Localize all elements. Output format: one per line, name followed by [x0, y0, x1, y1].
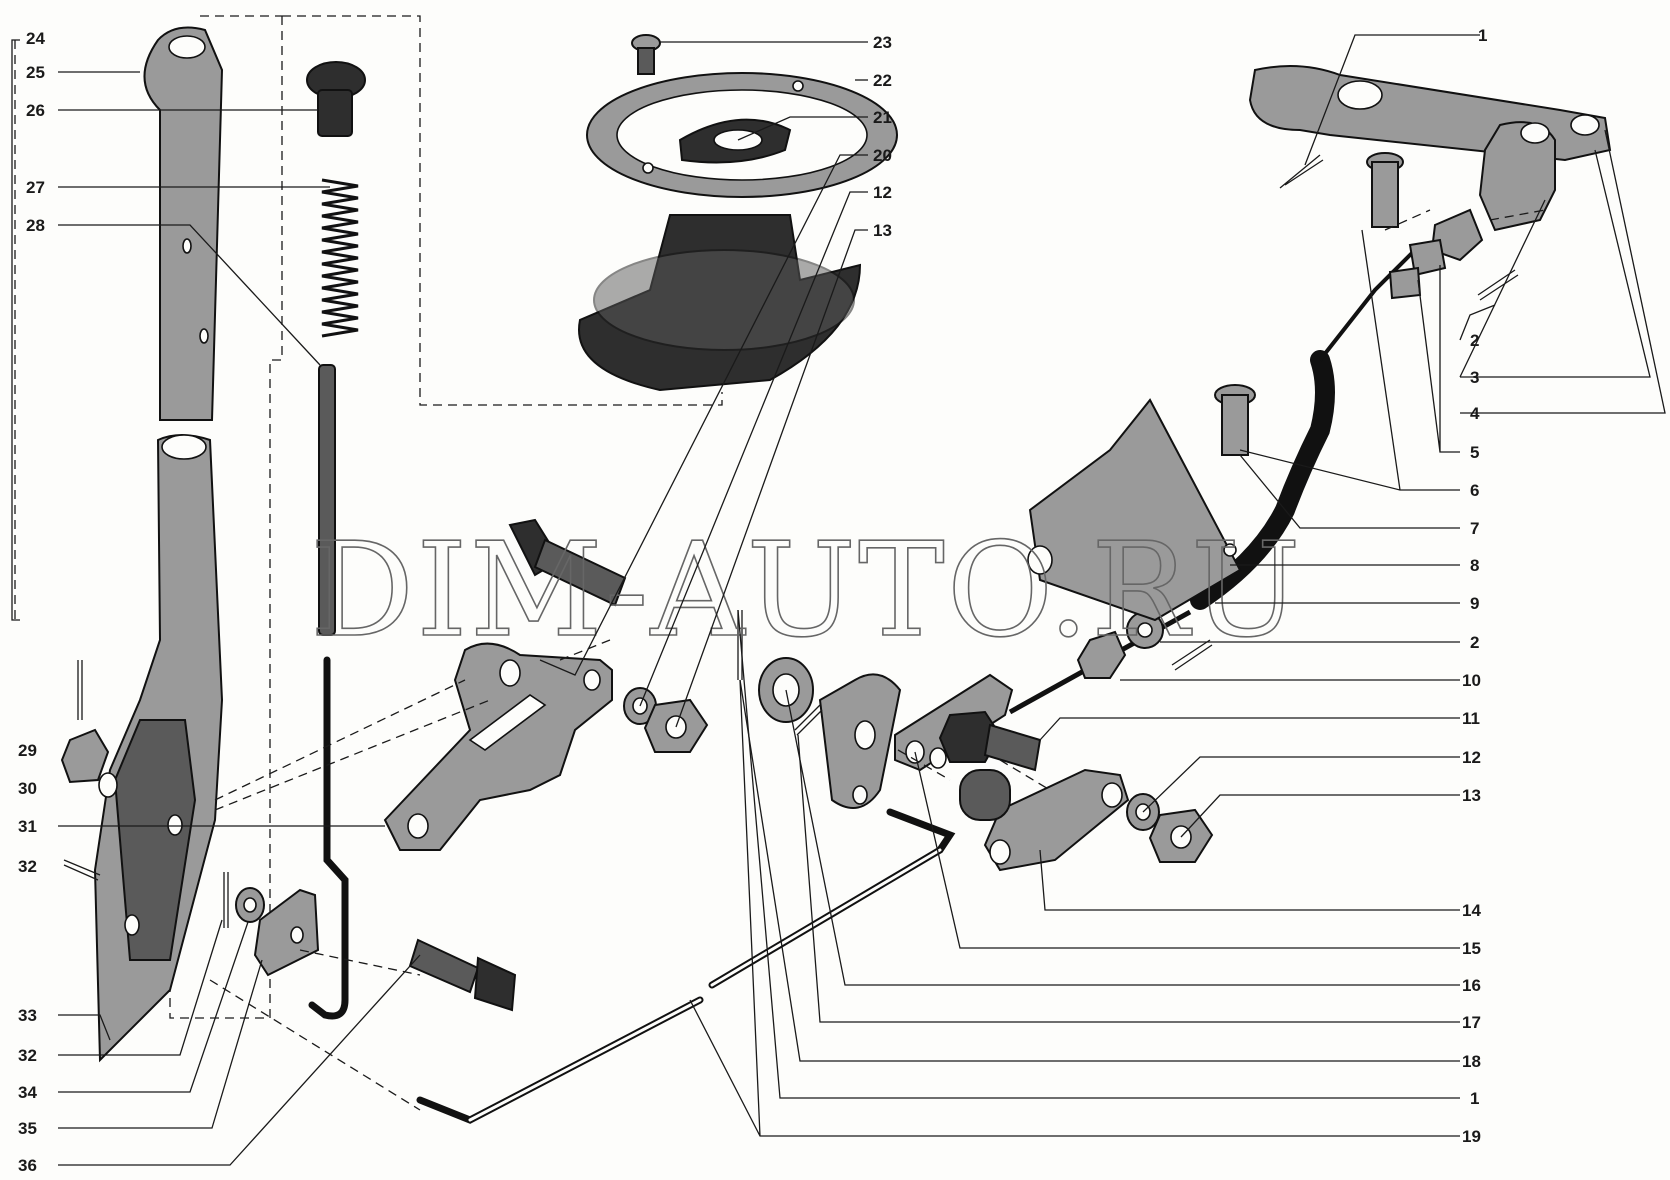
brake-rod-19	[416, 996, 704, 1124]
label-13-upper: 13	[873, 221, 892, 240]
label-32-lower: 32	[18, 1046, 37, 1065]
label-29: 29	[18, 741, 37, 760]
label-2-mid: 2	[1470, 633, 1479, 652]
label-3: 3	[1470, 368, 1479, 387]
nut-30	[60, 728, 110, 784]
label-33: 33	[18, 1006, 37, 1025]
label-35: 35	[18, 1119, 37, 1138]
label-11: 11	[1462, 709, 1480, 728]
label-32-upper: 32	[18, 857, 37, 876]
label-6: 6	[1470, 481, 1479, 500]
label-15: 15	[1462, 939, 1481, 958]
pin-plate-14	[959, 768, 1130, 872]
cable-sheath	[1190, 350, 1335, 610]
cotter-pin-2-top	[1477, 269, 1519, 301]
handle-tube	[143, 26, 224, 421]
clevis-3	[1478, 121, 1556, 232]
label-25: 25	[26, 63, 45, 82]
label-26: 26	[26, 101, 45, 120]
cable-bracket	[1027, 398, 1242, 622]
label-34: 34	[18, 1083, 37, 1102]
label-19: 19	[1462, 1127, 1481, 1146]
label-12-lower: 12	[1462, 748, 1481, 767]
push-button	[306, 61, 366, 137]
label-12-upper: 12	[873, 183, 892, 202]
label-27: 27	[26, 178, 45, 197]
label-10: 10	[1462, 671, 1481, 690]
label-13-lower: 13	[1462, 786, 1481, 805]
nut-13-lower	[1148, 808, 1214, 863]
label-17: 17	[1462, 1013, 1481, 1032]
label-14: 14	[1462, 901, 1481, 920]
label-24: 24	[26, 29, 45, 48]
leader-lines	[539, 34, 1666, 1137]
label-1-top: 1	[1478, 26, 1487, 45]
cotter-pin-32-lower	[223, 872, 229, 928]
label-16: 16	[1462, 976, 1481, 995]
label-2-top: 2	[1470, 331, 1479, 350]
handle-lever	[93, 434, 224, 1063]
label-28: 28	[26, 216, 45, 235]
label-23: 23	[873, 33, 892, 52]
cable	[1318, 243, 1422, 362]
cotter-pin-1-top	[1279, 154, 1324, 189]
cotter-pin-1-lower	[737, 610, 743, 680]
cotter-pin-32-upper	[63, 859, 101, 881]
label-36: 36	[18, 1156, 37, 1175]
sector-bolt	[508, 518, 627, 607]
label-7: 7	[1470, 519, 1479, 538]
ratchet-sector	[383, 642, 613, 851]
screw-23	[631, 34, 661, 75]
bolt-11	[938, 710, 1042, 772]
cotter-pin-2-mid	[1171, 639, 1213, 671]
label-30: 30	[18, 779, 37, 798]
label-20: 20	[873, 146, 892, 165]
nut-10	[1076, 630, 1127, 679]
cotter-pin-17	[794, 704, 823, 736]
label-31: 31	[18, 817, 37, 836]
adjuster-nut-5	[1388, 208, 1484, 300]
upper-assembly-frame	[282, 15, 723, 406]
ratchet-rod	[308, 364, 349, 1020]
brake-rod-18	[708, 808, 956, 989]
pawl-bolt	[408, 938, 517, 1012]
pin-6	[1366, 152, 1404, 228]
label-9: 9	[1470, 594, 1479, 613]
label-1-lower: 1	[1470, 1089, 1479, 1108]
lever-16	[818, 673, 902, 809]
watermark: DIM-AUTO.RU	[310, 514, 1303, 666]
label-4: 4	[1470, 404, 1480, 423]
cover-plate	[586, 72, 898, 198]
label-18: 18	[1462, 1052, 1481, 1071]
cotter-pin-29	[77, 660, 83, 720]
label-22: 22	[873, 71, 892, 90]
label-8: 8	[1470, 556, 1479, 575]
label-21: 21	[873, 108, 892, 127]
rubber-boot	[578, 214, 862, 392]
pin-7	[1214, 384, 1256, 456]
spring-frame	[169, 16, 283, 1019]
washer-34	[235, 887, 265, 923]
spring	[321, 178, 359, 338]
pawl	[237, 888, 320, 977]
label-5: 5	[1470, 443, 1479, 462]
leader-lines-left	[11, 39, 421, 1166]
